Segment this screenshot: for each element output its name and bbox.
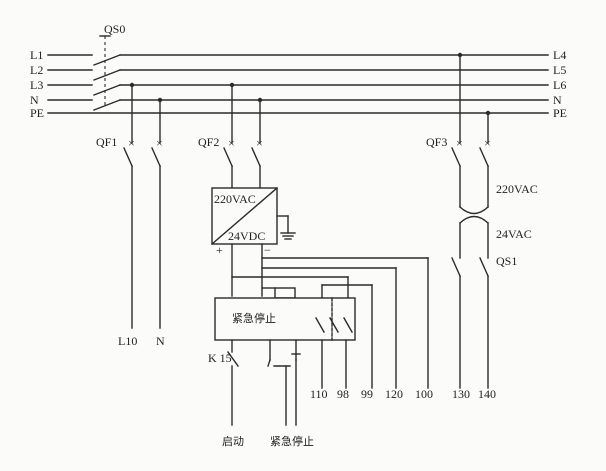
label-t100: 100 (415, 387, 433, 401)
svg-text:×: × (456, 136, 463, 150)
bus-label-left-l1: L1 (30, 48, 43, 62)
power-supply (211, 187, 296, 297)
label-estop: 紧急停止 (270, 434, 314, 448)
label-qs0: QS0 (104, 22, 125, 36)
svg-text:×: × (128, 136, 135, 150)
transformer (451, 206, 489, 389)
label-start: 启动 (222, 435, 244, 448)
label-out-l10: L10 (118, 334, 137, 348)
bus-label-right-l4: L4 (553, 48, 566, 62)
label-psu-in: 220VAC (214, 192, 256, 206)
bus-label-left-l3: L3 (30, 78, 43, 92)
bus-label-right-pe: PE (553, 106, 567, 120)
label-minus: − (264, 243, 271, 257)
bus-label-left-l2: L2 (30, 63, 43, 77)
start-estop-contacts (227, 339, 301, 426)
label-k15: K 15 (208, 351, 232, 365)
label-t140: 140 (478, 387, 496, 401)
bus-label-left-pe: PE (30, 106, 44, 120)
label-t120: 120 (385, 387, 403, 401)
svg-text:×: × (228, 136, 235, 150)
label-qf2: QF2 (198, 135, 219, 149)
breaker-qf3: × × (451, 52, 491, 208)
label-trafo-secondary: 24VAC (496, 227, 532, 241)
label-trafo-primary: 220VAC (496, 182, 538, 196)
label-qf1: QF1 (96, 135, 117, 149)
bus-bars (47, 54, 549, 114)
breaker-qf1: × × (123, 82, 163, 329)
label-qs1: QS1 (496, 254, 517, 268)
label-t110: 110 (310, 387, 328, 401)
main-switch-qs0 (93, 35, 121, 111)
label-relay-box: 紧急停止 (232, 311, 276, 325)
label-t99: 99 (361, 387, 373, 401)
bus-label-right-n: N (553, 93, 562, 107)
svg-text:×: × (484, 136, 491, 150)
estop-relay (214, 297, 356, 389)
svg-text:×: × (156, 136, 163, 150)
labels: QS0 L1 L2 L3 N PE L4 L5 L6 N PE QF1 QF2 … (30, 22, 567, 448)
label-plus: + (216, 243, 223, 257)
bus-label-left-n: N (30, 93, 39, 107)
label-psu-out: 24VDC (228, 229, 265, 243)
label-t130: 130 (452, 387, 470, 401)
svg-text:×: × (256, 136, 263, 150)
label-qf3: QF3 (426, 135, 447, 149)
bus-label-right-l5: L5 (553, 63, 566, 77)
label-out-n: N (156, 334, 165, 348)
breaker-qf2: × × (223, 82, 263, 189)
bus-label-right-l6: L6 (553, 78, 566, 92)
label-t98: 98 (337, 387, 349, 401)
dc-wiring (231, 257, 429, 389)
